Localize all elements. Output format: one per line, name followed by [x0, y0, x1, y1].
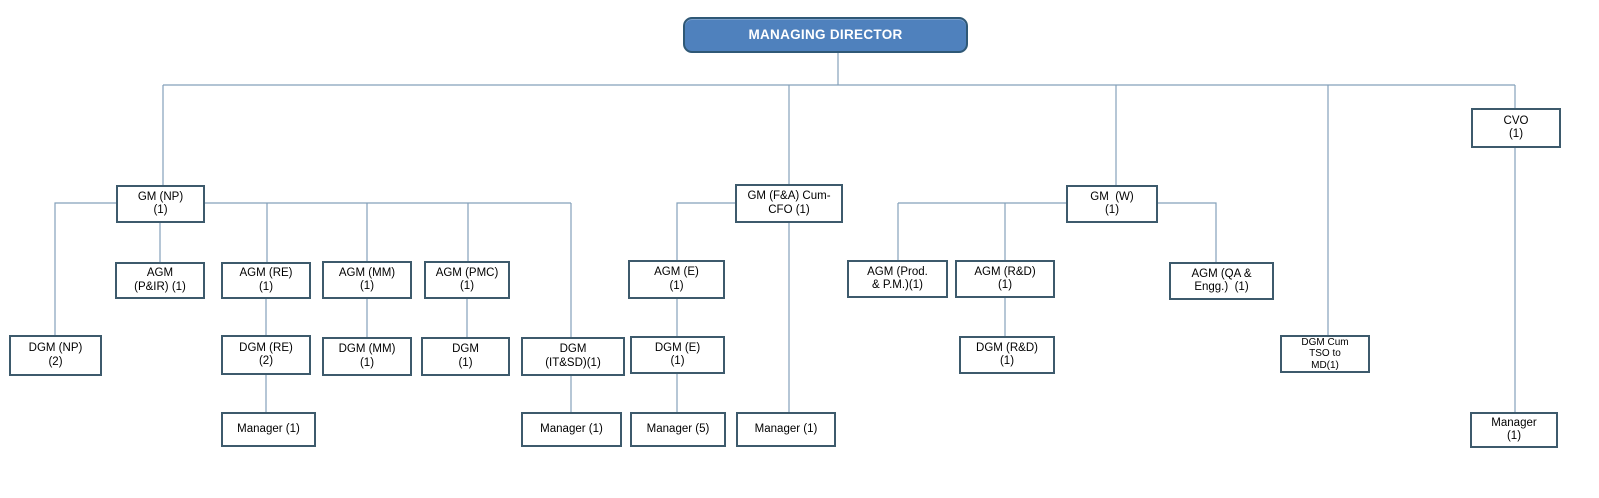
- org-node-agm-pir-label-line: (P&IR) (1): [134, 280, 186, 293]
- org-node-dgm-mm: DGM (MM)(1): [322, 337, 412, 376]
- org-node-agm-prod: AGM (Prod.& P.M.)(1): [847, 260, 948, 298]
- org-node-agm-e: AGM (E)(1): [628, 260, 725, 299]
- connector-edge: [1158, 202, 1217, 262]
- org-node-gm-fa-label-line: GM (F&A) Cum-: [747, 190, 831, 202]
- org-node-dgm-rd-label-line: DGM (R&D): [976, 341, 1038, 354]
- org-node-gm-np-label-line: GM (NP): [137, 190, 184, 203]
- org-node-gm-fa: GM (F&A) Cum-CFO (1): [735, 184, 843, 223]
- org-node-mgr-fa-label-line: Manager (1): [754, 422, 818, 435]
- org-node-agm-pmc-label-line: AGM (PMC): [435, 266, 499, 279]
- org-node-agm-qa-label-line: AGM (QA &: [1191, 267, 1252, 280]
- org-node-dgm-np-label-line: (2): [48, 355, 63, 368]
- org-node-dgm-itsd-label-line: DGM: [559, 343, 587, 355]
- org-node-agm-rd-label-line: AGM (R&D): [974, 265, 1036, 278]
- org-node-dgm-mm-label-line: (1): [359, 356, 375, 369]
- org-node-dgm-re: DGM (RE)(2): [221, 335, 311, 375]
- org-node-agm-mm-label-line: (1): [359, 280, 375, 292]
- org-node-mgr-cvo: Manager(1): [1470, 412, 1558, 448]
- org-node-agm-e-label-line: (1): [669, 279, 684, 292]
- connector-edge: [54, 202, 116, 335]
- org-node-agm-pmc-label-line: (1): [459, 280, 475, 292]
- org-node-mgr-e-label-line: Manager (5): [646, 422, 710, 435]
- org-node-mgr-itsd: Manager (1): [521, 412, 622, 447]
- org-node-gm-w: GM (W)(1): [1066, 185, 1158, 223]
- org-node-dgm-rd-label-line: (1): [999, 355, 1015, 367]
- org-node-dgm-label-line: (1): [458, 356, 473, 369]
- connector-edge: [676, 202, 735, 260]
- org-node-agm-qa: AGM (QA &Engg.) (1): [1169, 262, 1274, 300]
- org-node-dgm-e-label-line: DGM (E): [654, 341, 701, 354]
- org-node-agm-re-label-line: AGM (RE): [239, 267, 293, 279]
- org-node-cvo-label-line: (1): [1508, 128, 1524, 140]
- org-node-md-label-line: MANAGING DIRECTOR: [748, 27, 903, 43]
- org-node-dgm-re-label-line: DGM (RE): [239, 341, 293, 354]
- org-node-gm-w-label-line: GM (W): [1090, 190, 1134, 203]
- org-node-mgr-re-label-line: Manager (1): [237, 422, 300, 435]
- org-node-dgm-mm-label-line: DGM (MM): [338, 343, 396, 355]
- org-node-mgr-fa: Manager (1): [736, 412, 836, 447]
- org-node-mgr-e: Manager (5): [630, 412, 726, 447]
- org-node-dgm-tso-label-line: TSO to: [1309, 348, 1341, 360]
- org-node-dgm-np: DGM (NP)(2): [9, 335, 102, 376]
- org-node-dgm-e-label-line: (1): [670, 355, 685, 367]
- org-node-cvo: CVO(1): [1471, 108, 1561, 148]
- org-node-mgr-cvo-label-line: Manager: [1491, 416, 1537, 429]
- org-node-agm-rd: AGM (R&D)(1): [955, 260, 1055, 298]
- org-node-agm-re-label-line: (1): [258, 280, 274, 293]
- org-node-dgm-e: DGM (E)(1): [630, 336, 725, 374]
- org-node-agm-mm-label-line: AGM (MM): [338, 266, 396, 279]
- org-node-agm-prod-label-line: AGM (Prod.: [867, 265, 928, 278]
- org-node-dgm-tso-label-line: DGM Cum: [1301, 336, 1349, 348]
- org-node-gm-np-label-line: (1): [153, 204, 168, 216]
- org-node-agm-re: AGM (RE)(1): [221, 262, 311, 299]
- org-node-dgm-label-line: DGM: [452, 343, 479, 355]
- org-node-dgm-tso-label-line: MD(1): [1311, 359, 1339, 371]
- org-node-md: MANAGING DIRECTOR: [683, 17, 968, 53]
- org-node-mgr-cvo-label-line: (1): [1506, 430, 1522, 442]
- org-node-cvo-label-line: CVO: [1503, 114, 1529, 127]
- org-node-dgm-rd: DGM (R&D)(1): [959, 336, 1055, 374]
- org-node-agm-pir-label-line: AGM: [146, 267, 174, 279]
- org-node-dgm-itsd: DGM(IT&SD)(1): [521, 337, 625, 376]
- org-node-dgm-itsd-label-line: (IT&SD)(1): [545, 356, 601, 369]
- org-node-mgr-re: Manager (1): [221, 412, 316, 447]
- org-node-agm-prod-label-line: & P.M.)(1): [872, 279, 923, 291]
- org-node-agm-mm: AGM (MM)(1): [322, 261, 412, 299]
- org-node-gm-w-label-line: (1): [1104, 204, 1120, 216]
- org-node-dgm: DGM(1): [421, 337, 510, 376]
- org-node-dgm-np-label-line: DGM (NP): [28, 342, 83, 354]
- org-node-mgr-itsd-label-line: Manager (1): [540, 422, 603, 435]
- org-node-gm-np: GM (NP)(1): [116, 185, 205, 223]
- org-node-agm-qa-label-line: Engg.) (1): [1194, 281, 1249, 293]
- org-node-gm-fa-label-line: CFO (1): [768, 203, 810, 216]
- org-node-agm-rd-label-line: (1): [997, 279, 1013, 291]
- org-node-agm-pmc: AGM (PMC)(1): [424, 261, 510, 299]
- org-node-agm-e-label-line: AGM (E): [654, 266, 699, 278]
- org-node-dgm-re-label-line: (2): [258, 355, 274, 367]
- org-node-agm-pir: AGM(P&IR) (1): [115, 262, 205, 299]
